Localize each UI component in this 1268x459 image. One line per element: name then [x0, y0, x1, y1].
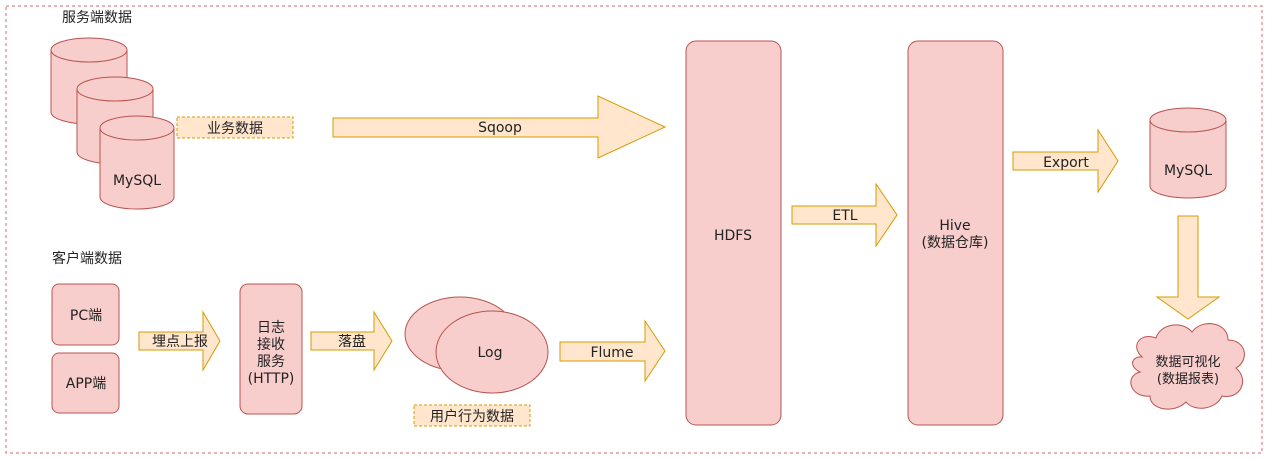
hdfs-box	[685, 40, 782, 426]
client-data-label: 客户端数据	[52, 250, 122, 267]
log-node	[404, 296, 549, 394]
flume-arrow	[559, 319, 666, 383]
flume-label: Flume	[590, 345, 633, 361]
etl-arrow	[791, 182, 898, 248]
log-ellipse-front	[435, 310, 549, 394]
business-data-tag-label: 业务数据	[207, 121, 263, 137]
log-service-box	[239, 283, 303, 415]
mysql-source-stack	[50, 37, 175, 210]
server-data-label: 服务端数据	[62, 10, 132, 26]
visualization-cloud	[1130, 323, 1245, 410]
pc-client-label: PC端	[70, 308, 102, 324]
app-client-box	[51, 352, 120, 414]
hive-label-line-2: (数据仓库)	[922, 235, 989, 251]
cylinder-front	[99, 115, 175, 210]
sqoop-label: Sqoop	[478, 120, 522, 136]
etl-label: ETL	[832, 208, 857, 224]
export-label: Export	[1043, 155, 1089, 171]
sqoop-arrow	[332, 95, 667, 159]
down-arrow	[1155, 215, 1221, 320]
app-client-label: APP端	[66, 376, 106, 392]
outer-frame	[5, 5, 1263, 454]
log-service-line-1: 日志	[257, 320, 285, 336]
mysql-target-cylinder	[1149, 107, 1227, 199]
user-behavior-tag-label: 用户行为数据	[430, 408, 514, 425]
mysql-source-label: MySQL	[113, 173, 161, 189]
mysql-target-label: MySQL	[1164, 163, 1212, 179]
write-disk-label: 落盘	[338, 333, 366, 350]
hive-label-line-1: Hive	[939, 218, 970, 234]
business-data-tag	[176, 116, 294, 139]
hdfs-label: HDFS	[714, 228, 752, 244]
hive-box	[907, 40, 1004, 426]
report-label: 埋点上报	[152, 334, 208, 350]
report-arrow	[138, 310, 221, 372]
log-label: Log	[477, 345, 502, 361]
export-arrow	[1012, 128, 1119, 194]
user-behavior-tag	[413, 404, 531, 427]
pc-client-box	[51, 283, 120, 346]
visualization-line-2: (数据报表)	[1157, 372, 1219, 387]
visualization-line-1: 数据可视化	[1155, 355, 1220, 370]
log-service-line-4: (HTTP)	[248, 371, 295, 387]
write-disk-arrow	[310, 310, 393, 372]
log-service-line-2: 接收	[257, 336, 285, 353]
log-service-line-3: 服务	[257, 354, 285, 370]
